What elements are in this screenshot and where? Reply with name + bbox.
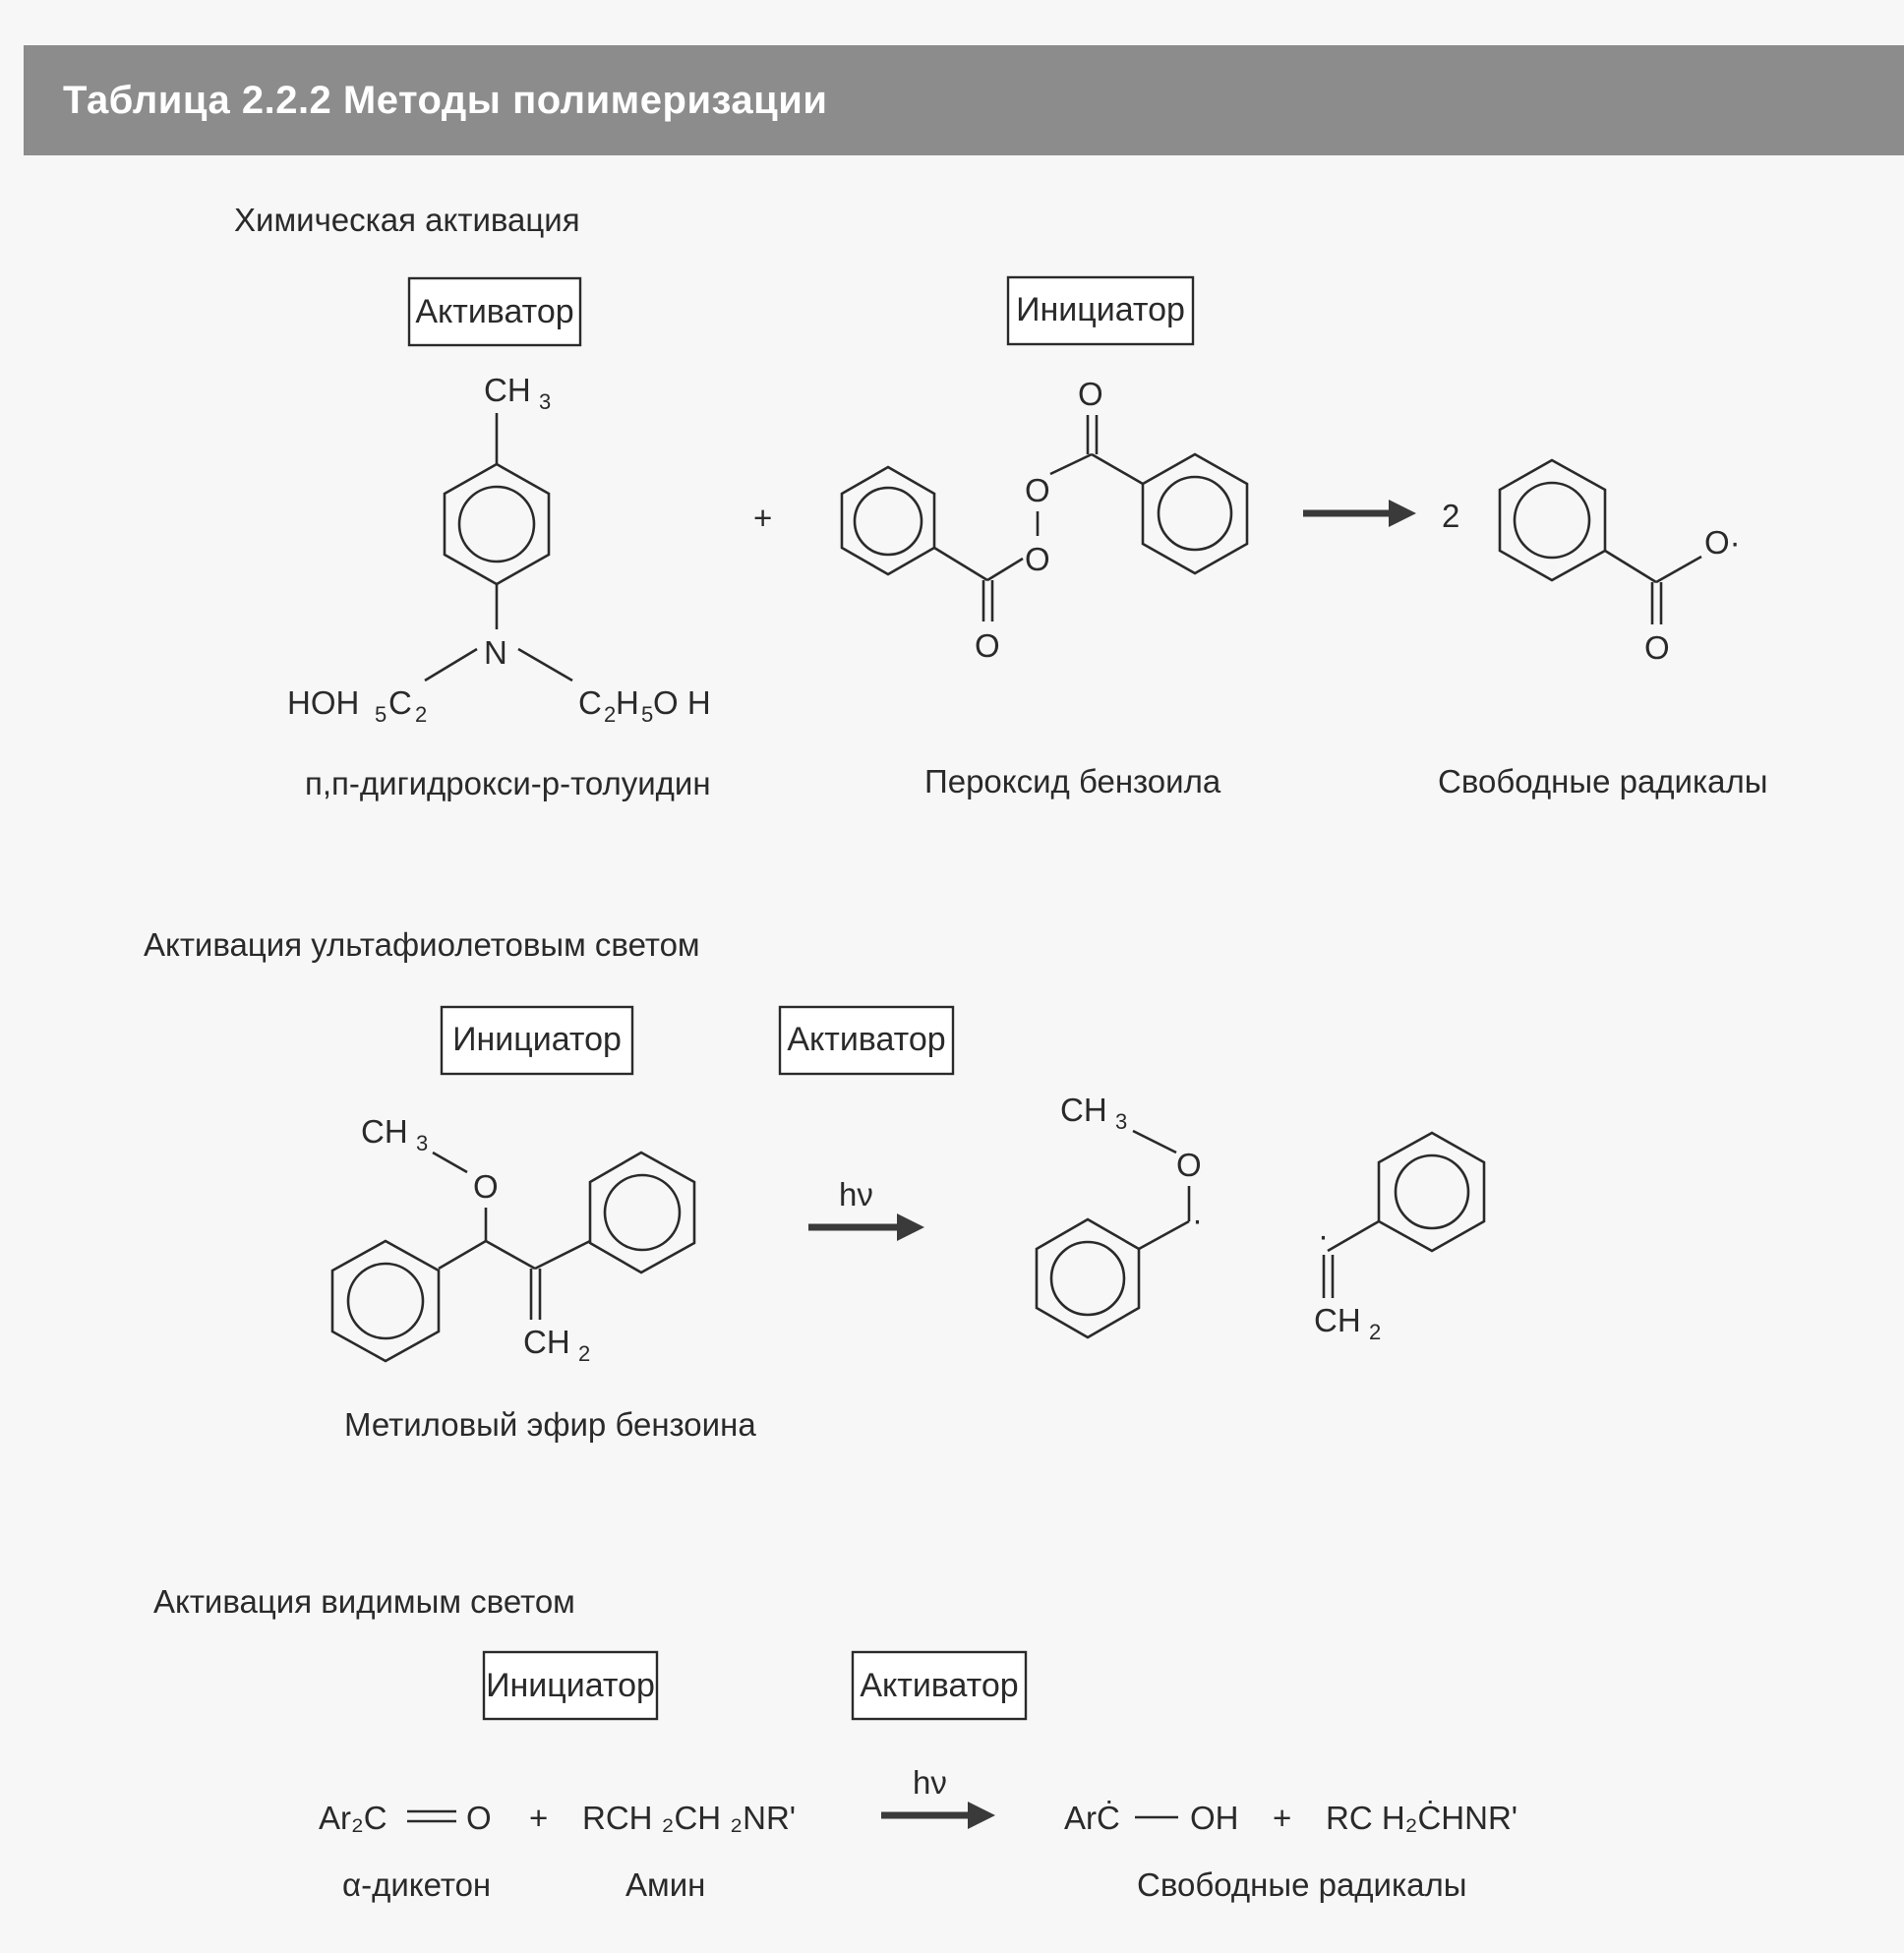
reaction-arrow-chemical	[1303, 500, 1416, 527]
uv-ch3-label: CH	[361, 1113, 408, 1150]
uv-product-radical-dot-2: ·	[1318, 1217, 1329, 1254]
o-label-peroxide-lower: O	[1025, 541, 1050, 577]
benzoin-methyl-ether-molecule: CH 3 O CH 2	[330, 1113, 696, 1366]
activator-box-uv: Активатор	[778, 1005, 955, 1076]
benzoyl-peroxide-molecule: O O O O	[840, 376, 1249, 664]
uv-product-radical-dot-1: ·	[1192, 1202, 1203, 1238]
visible-product-1a: ArĊ	[1064, 1800, 1120, 1836]
uv-product-o: O	[1176, 1147, 1202, 1183]
table-title: Таблица 2.2.2 Методы полимеризации	[63, 78, 828, 122]
o-label-bottom: O	[975, 627, 1000, 664]
radical-o-dot: O·	[1704, 524, 1741, 561]
activator-box-uv-label: Активатор	[787, 1021, 945, 1058]
initiator-compound-name: Пероксид бензоила	[924, 763, 1221, 799]
reaction-arrow-visible	[881, 1802, 995, 1829]
section-heading-chemical: Химическая активация	[234, 202, 580, 238]
toluidine-molecule: CH 3 N HOH 5 C 2 C 2 H 5 O H	[287, 372, 711, 727]
visible-reactant-1-name: α-дикетон	[342, 1866, 491, 1903]
uv-ch2-label: CH	[523, 1324, 570, 1360]
ch3-subscript: 3	[539, 389, 551, 414]
uv-compound-name: Метиловый эфир бензоина	[344, 1406, 756, 1443]
initiator-box-uv: Инициатор	[440, 1005, 634, 1076]
uv-product-ch3: CH	[1060, 1092, 1107, 1128]
activator-compound-name: п,п-дигидрокси-р-толуидин	[305, 765, 711, 801]
visible-product-2: RC H₂ĊHNR'	[1326, 1800, 1517, 1836]
right-group-sub2: 5	[641, 702, 653, 727]
initiator-box-uv-label: Инициатор	[452, 1021, 622, 1058]
stoichiometric-coefficient: 2	[1442, 498, 1459, 534]
plus-sign-chemical: +	[753, 500, 772, 536]
n-atom-label: N	[484, 634, 507, 671]
initiator-box-label: Инициатор	[1016, 291, 1185, 328]
left-group-sub2: 2	[415, 702, 427, 727]
left-group-a: HOH	[287, 684, 359, 721]
section-heading-uv: Активация ультафиолетовым светом	[144, 926, 700, 963]
visible-reactant-1: Ar₂C	[319, 1800, 387, 1836]
uv-radical-product-2: · CH 2	[1314, 1131, 1486, 1344]
uv-ch3-subscript: 3	[416, 1131, 428, 1155]
visible-plus-2: +	[1273, 1800, 1291, 1836]
activator-box-chemical: Активатор	[407, 276, 582, 347]
visible-product-name: Свободные радикалы	[1137, 1866, 1466, 1903]
left-group-sub1: 5	[375, 702, 387, 727]
activator-box-visible-label: Активатор	[860, 1667, 1018, 1704]
o-label-top: O	[1078, 376, 1103, 412]
table-header-bar: Таблица 2.2.2 Методы полимеризации	[24, 45, 1904, 155]
uv-o-label: O	[473, 1168, 499, 1205]
uv-ch2-subscript: 2	[578, 1341, 590, 1366]
visible-reactant-1-oxygen: O	[466, 1800, 492, 1836]
initiator-box-visible: Инициатор	[482, 1650, 659, 1721]
initiator-box-chemical: Инициатор	[1006, 275, 1195, 346]
ch3-label: CH	[484, 372, 531, 408]
initiator-box-visible-label: Инициатор	[486, 1667, 655, 1704]
right-group-b: H	[616, 684, 639, 721]
left-group-b: C	[388, 684, 412, 721]
hv-label-uv: hν	[839, 1176, 873, 1213]
right-group-sub1: 2	[604, 702, 616, 727]
activator-box-visible: Активатор	[851, 1650, 1028, 1721]
reaction-arrow-uv	[808, 1213, 924, 1241]
hv-label-visible: hν	[913, 1764, 947, 1801]
visible-product-1b: OH	[1190, 1800, 1239, 1836]
o-label-peroxide-upper: O	[1025, 472, 1050, 508]
benzoyloxy-radical-molecule: O O·	[1498, 458, 1741, 666]
radical-o-bottom: O	[1644, 629, 1670, 666]
right-group-a: C	[578, 684, 602, 721]
activator-box-label: Активатор	[415, 293, 573, 330]
product-name-chemical: Свободные радикалы	[1438, 763, 1767, 799]
visible-plus-1: +	[529, 1800, 548, 1836]
uv-product-ch3-sub: 3	[1115, 1109, 1127, 1134]
uv-product-ch2: CH	[1314, 1302, 1361, 1338]
visible-reactant-2-name: Амин	[625, 1866, 705, 1903]
uv-radical-product-1: CH 3 O ·	[1035, 1092, 1203, 1339]
uv-product-ch2-sub: 2	[1369, 1320, 1381, 1344]
right-group-c: O H	[653, 684, 711, 721]
section-heading-visible: Активация видимым светом	[153, 1583, 575, 1620]
visible-reactant-2: RCH ₂CH ₂NR'	[582, 1800, 796, 1836]
